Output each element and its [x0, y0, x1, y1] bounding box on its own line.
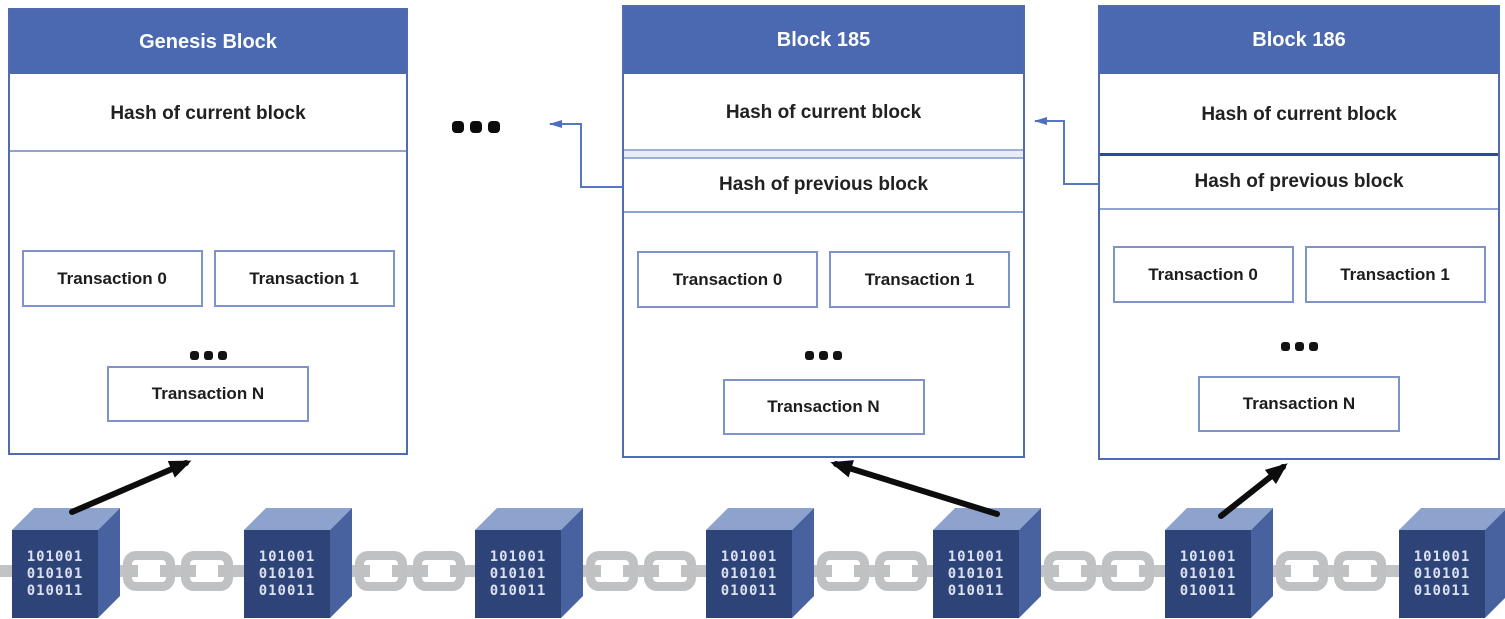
block-cube: 101001 010101 010011: [1165, 508, 1273, 618]
block-185-ellipsis-icon: [624, 351, 1023, 360]
block-185-hash-previous-row: Hash of previous block: [624, 159, 1023, 213]
transaction-1-box: Transaction 1: [829, 251, 1010, 308]
chain-link-icon: [1334, 551, 1386, 591]
cube-front-face: 101001 010101 010011: [933, 530, 1019, 618]
cube-front-face: 101001 010101 010011: [244, 530, 330, 618]
cube-front-face: 101001 010101 010011: [475, 530, 561, 618]
chain-link-icon: [1276, 551, 1328, 591]
cube-front-face: 101001 010101 010011: [706, 530, 792, 618]
block-185-divider: [624, 151, 1023, 159]
prev-hash-pointer-186-icon: [1034, 117, 1099, 185]
genesis-block-panel: Genesis Block Hash of current block Tran…: [8, 8, 408, 455]
chain-link-icon: [875, 551, 927, 591]
transaction-n-box: Transaction N: [107, 366, 309, 422]
cube-to-genesis-arrow-icon: [69, 460, 192, 515]
block-185-transactions-row: Transaction 0 Transaction 1: [624, 251, 1023, 308]
chain-link-icon: [123, 551, 175, 591]
transaction-0-box: Transaction 0: [21, 250, 203, 307]
chain-continuation-ellipsis-icon: [452, 121, 500, 133]
block-185-hash-current-row: Hash of current block: [624, 77, 1023, 151]
block-185-body: Transaction 0 Transaction 1 Transaction …: [624, 213, 1023, 456]
block-cube: 101001 010101 010011: [244, 508, 352, 618]
genesis-block-body: Transaction 0 Transaction 1 Transaction …: [10, 152, 406, 453]
chain-link-icon: [181, 551, 233, 591]
cube-front-face: 101001 010101 010011: [1165, 530, 1251, 618]
transaction-n-box: Transaction N: [1198, 376, 1400, 432]
chain-link-icon: [413, 551, 465, 591]
chain-link-icon: [1102, 551, 1154, 591]
block-185-panel: Block 185 Hash of current block Hash of …: [622, 5, 1025, 458]
genesis-ellipsis-icon: [10, 351, 406, 360]
transaction-0-box: Transaction 0: [1112, 246, 1294, 303]
cube-front-face: 101001 010101 010011: [1399, 530, 1485, 618]
block-186-transactions-row: Transaction 0 Transaction 1: [1100, 246, 1498, 303]
block-186-body: Transaction 0 Transaction 1 Transaction …: [1100, 210, 1498, 458]
block-cube: 101001 010101 010011: [12, 508, 120, 618]
genesis-hash-current-row: Hash of current block: [10, 77, 406, 152]
block-186-hash-current-row: Hash of current block: [1100, 77, 1498, 156]
block-186-ellipsis-icon: [1100, 342, 1498, 351]
block-cube: 101001 010101 010011: [933, 508, 1041, 618]
cube-to-block-185-arrow-icon: [830, 460, 1000, 517]
transaction-1-box: Transaction 1: [1304, 246, 1486, 303]
block-cube: 101001 010101 010011: [706, 508, 814, 618]
transaction-n-box: Transaction N: [722, 379, 925, 435]
chain-link-icon: [817, 551, 869, 591]
block-186-hash-previous-row: Hash of previous block: [1100, 156, 1498, 210]
chain-link-icon: [586, 551, 638, 591]
genesis-transaction-n-row: Transaction N: [10, 366, 406, 422]
block-186-title: Block 186: [1100, 7, 1498, 77]
transaction-1-box: Transaction 1: [213, 250, 395, 307]
prev-hash-pointer-185-icon: [549, 120, 623, 188]
block-186-transaction-n-row: Transaction N: [1100, 376, 1498, 432]
chain-link-icon: [1044, 551, 1096, 591]
block-185-title: Block 185: [624, 7, 1023, 77]
block-cube: 101001 010101 010011: [1399, 508, 1505, 618]
genesis-block-title: Genesis Block: [10, 10, 406, 77]
cube-front-face: 101001 010101 010011: [12, 530, 98, 618]
chain-link-icon: [644, 551, 696, 591]
block-186-panel: Block 186 Hash of current block Hash of …: [1098, 5, 1500, 460]
chain-link-icon: [355, 551, 407, 591]
genesis-transactions-row: Transaction 0 Transaction 1: [10, 250, 406, 307]
transaction-0-box: Transaction 0: [637, 251, 818, 308]
block-185-transaction-n-row: Transaction N: [624, 379, 1023, 435]
block-cube: 101001 010101 010011: [475, 508, 583, 618]
